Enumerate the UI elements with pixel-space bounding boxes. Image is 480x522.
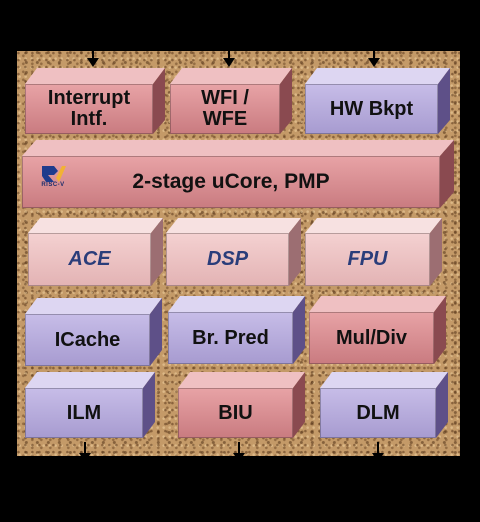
dsp-block: DSP <box>166 218 301 286</box>
ilm-label: ILM <box>25 388 143 438</box>
ilm-output-arrow <box>79 442 91 462</box>
ucore-block: 2-stage uCore, PMP RISC-V <box>22 140 454 208</box>
interrupt-interface-label: Interrupt Intf. <box>25 84 153 134</box>
fpu-label: FPU <box>305 233 430 286</box>
biu-block: BIU <box>178 372 305 438</box>
dsp-label: DSP <box>166 233 289 286</box>
risc-v-logo: RISC-V <box>40 166 66 188</box>
wfi-wfe-label: WFI / WFE <box>170 84 280 134</box>
ilm-block: ILM <box>25 372 155 438</box>
dlm-block: DLM <box>320 372 448 438</box>
ace-block: ACE <box>28 218 163 286</box>
hwbkpt-input-arrow <box>368 48 380 67</box>
branch-predictor-label: Br. Pred <box>168 312 293 364</box>
icache-block: ICache <box>25 298 162 366</box>
biu-label: BIU <box>178 388 293 438</box>
risc-v-logo-text: RISC-V <box>41 182 65 188</box>
dlm-label: DLM <box>320 388 436 438</box>
mul-div-label: Mul/Div <box>309 312 434 364</box>
wfi-wfe-block: WFI / WFE <box>170 68 292 134</box>
icache-label: ICache <box>25 314 150 366</box>
risc-v-logo-icon <box>40 166 66 182</box>
ace-label: ACE <box>28 233 151 286</box>
ucore-label: 2-stage uCore, PMP <box>22 156 440 208</box>
interrupt-interface-block: Interrupt Intf. <box>25 68 165 134</box>
branch-predictor-block: Br. Pred <box>168 296 305 364</box>
interrupt-input-arrow <box>87 48 99 67</box>
hw-breakpoint-label: HW Bkpt <box>305 84 438 134</box>
biu-output-arrow <box>233 442 245 462</box>
wfi-input-arrow <box>223 48 235 67</box>
fpu-block: FPU <box>305 218 442 286</box>
dlm-output-arrow <box>372 442 384 462</box>
hw-breakpoint-block: HW Bkpt <box>305 68 450 134</box>
mul-div-block: Mul/Div <box>309 296 446 364</box>
